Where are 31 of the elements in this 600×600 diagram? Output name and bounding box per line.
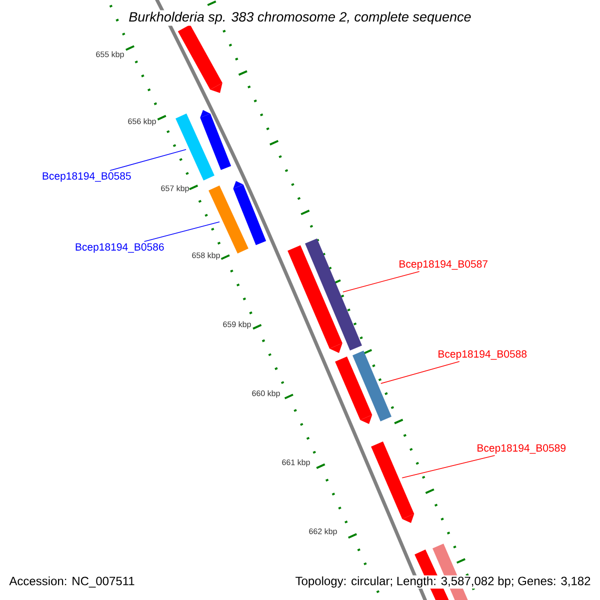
gene-block [233,181,266,246]
tick-label: 657 kbp [161,185,189,193]
gene-block [178,24,222,93]
footer-text: Topology: circular; Length: 3,587,082 bp; Genes: 3,182 [294,575,592,589]
tick-label: 655 kbp [96,51,124,59]
gene-label: Bcep18194_B0585 [42,172,131,182]
leader-line [144,221,220,242]
gene-block [288,245,342,353]
gene-label: Bcep18194_B0587 [400,260,488,270]
tick-label: 656 kbp [128,118,156,126]
gene-block [305,238,362,351]
gene-block [352,350,392,422]
leader-line [110,149,186,171]
gene-label: Bcep18194_B0586 [76,243,164,253]
title: Burkholderia sp. 383 chromosome 2, complete sequence [127,10,473,26]
leader-line [342,271,420,292]
gene-label: Bcep18194_B0588 [438,350,527,360]
tick-label: 661 kbp [282,459,310,467]
gene-block [208,186,248,254]
leader-line [380,361,460,384]
gene-block [335,356,372,424]
leader-line [402,455,496,478]
gene-block [176,114,214,180]
tick-label: 660 kbp [252,390,280,398]
gene-block [371,441,414,523]
gene-label: Bcep18194_B0589 [478,444,566,454]
tick-label: 658 kbp [192,252,220,260]
gene-block [200,110,232,170]
tick-label: 662 kbp [309,528,337,536]
tick-label: 659 kbp [223,321,251,329]
footer-text: Accession: NC_007511 [9,576,134,588]
